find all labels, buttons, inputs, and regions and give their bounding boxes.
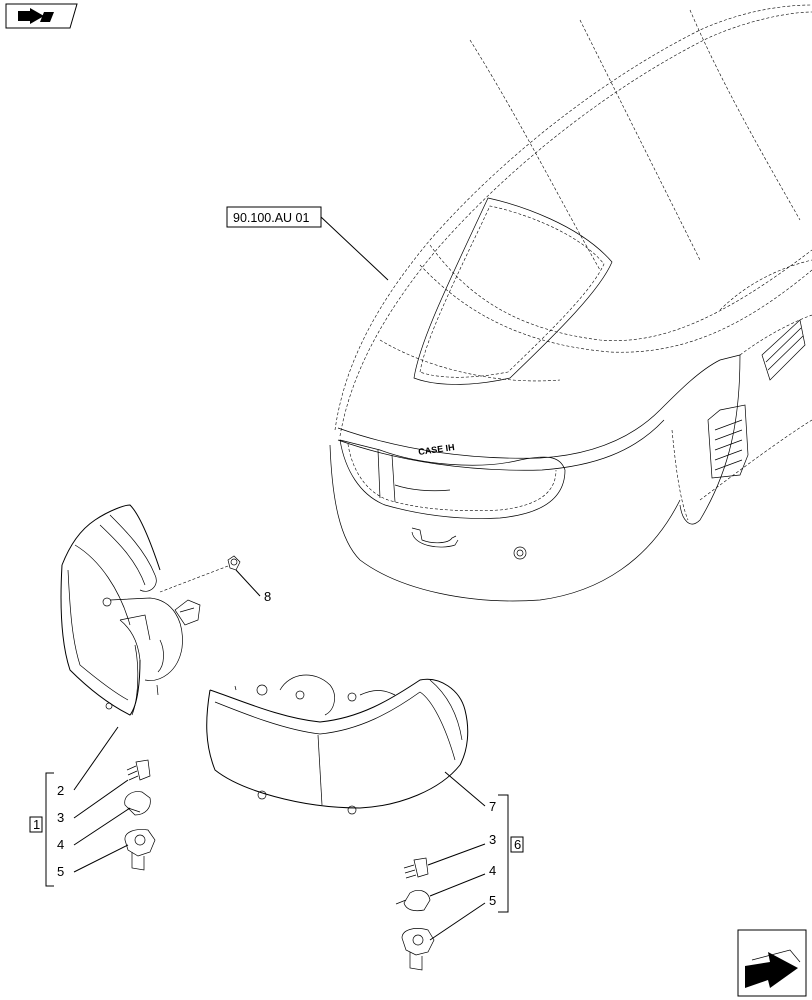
part-number-2: 2 <box>57 783 64 798</box>
hood-logo: CASE IH <box>418 442 456 457</box>
screw-8: 8 <box>159 555 271 604</box>
part-number-6: 6 <box>514 837 521 852</box>
reference-label: 90.100.AU 01 <box>233 211 309 225</box>
part-number-1: 1 <box>33 817 40 832</box>
headlamp-right <box>206 674 469 815</box>
book-arrow-icon[interactable] <box>5 3 78 29</box>
callout-group-left: 2 3 4 5 1 <box>29 726 131 887</box>
tractor-hood: CASE IH <box>329 4 812 602</box>
part-number-5-left: 5 <box>57 864 64 879</box>
part-number-8: 8 <box>264 589 271 604</box>
reference-callout[interactable]: 90.100.AU 01 <box>226 206 389 281</box>
bulb-parts-right <box>395 857 435 971</box>
part-number-4-right: 4 <box>489 863 496 878</box>
part-number-7: 7 <box>489 799 496 814</box>
part-number-3-left: 3 <box>57 810 64 825</box>
next-page-arrow-icon[interactable] <box>737 929 807 997</box>
part-number-3-right: 3 <box>489 832 496 847</box>
part-number-5-right: 5 <box>489 893 496 908</box>
side-vent-lower <box>707 404 749 479</box>
callout-group-right: 7 3 4 5 6 <box>427 771 524 941</box>
side-vent-upper <box>761 319 806 381</box>
bulb-parts-left <box>124 759 156 871</box>
headlamp-left <box>60 504 201 716</box>
part-number-4-left: 4 <box>57 837 64 852</box>
